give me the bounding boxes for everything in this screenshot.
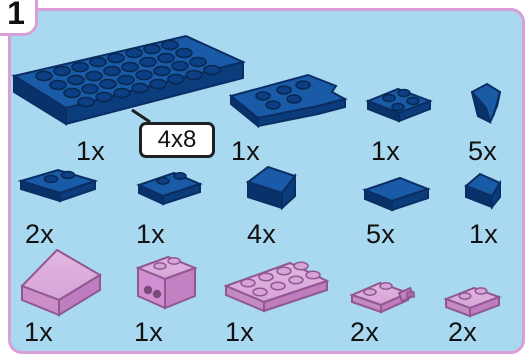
quantity-label: 5x (468, 138, 497, 165)
step-number-badge: 1 (0, 0, 38, 36)
size-callout: 4x8 (139, 122, 215, 158)
quantity-label: 5x (366, 221, 395, 248)
quantity-label: 1x (24, 319, 53, 346)
quantity-label: 4x (247, 221, 276, 248)
quantity-label: 1x (469, 221, 498, 248)
quantity-label: 1x (231, 138, 260, 165)
quantity-label: 1x (225, 319, 254, 346)
quantity-label: 2x (25, 221, 54, 248)
quantity-label: 2x (448, 319, 477, 346)
parts-list-panel (8, 8, 525, 354)
quantity-label: 1x (371, 138, 400, 165)
quantity-label: 2x (350, 319, 379, 346)
quantity-label: 1x (136, 221, 165, 248)
quantity-label: 1x (76, 138, 105, 165)
quantity-label: 1x (134, 319, 163, 346)
